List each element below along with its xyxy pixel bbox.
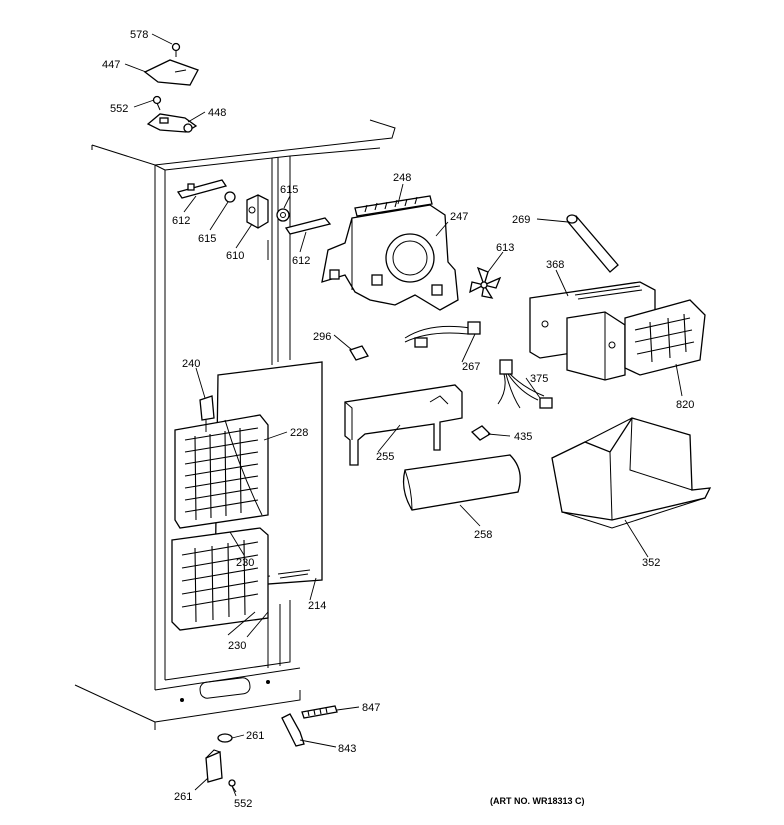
icemaker-820	[566, 299, 706, 381]
callout-578: 578	[130, 29, 148, 41]
connector-296	[349, 345, 369, 361]
thermostat-248	[354, 195, 433, 217]
hinge-448	[146, 113, 198, 133]
callout-435: 435	[514, 431, 532, 443]
fan-blade-613	[469, 266, 502, 299]
bracket-261-bottom	[205, 749, 223, 783]
hinge-cover-447	[143, 59, 199, 86]
callout-612-right: 612	[292, 255, 310, 267]
callout-255: 255	[376, 451, 394, 463]
control-housing-247	[321, 204, 459, 311]
callout-612-left: 612	[172, 215, 190, 227]
callout-269: 269	[512, 214, 530, 226]
callout-552-top: 552	[110, 103, 128, 115]
bracket-612-right	[284, 217, 332, 235]
art-number: (ART NO. WR18313 C)	[490, 796, 585, 806]
bracket-612-left	[176, 179, 228, 199]
ice-bucket-352	[551, 417, 712, 529]
callout-610: 610	[226, 250, 244, 262]
callout-552-bottom: 552	[234, 798, 252, 810]
callout-615-right: 615	[280, 184, 298, 196]
callout-375: 375	[530, 373, 548, 385]
bracket-843	[281, 713, 305, 747]
grommet-615-left	[224, 191, 236, 203]
damper-610	[246, 194, 269, 229]
evaporator-228	[171, 414, 269, 631]
harness-375	[497, 359, 553, 409]
heater-847	[301, 705, 338, 719]
screw-552-top	[152, 95, 162, 111]
callout-261-bottom: 261	[174, 791, 192, 803]
callout-820: 820	[676, 399, 694, 411]
defrost-thermostat-240	[199, 395, 215, 432]
clip-435	[470, 425, 492, 441]
callout-248: 248	[393, 172, 411, 184]
callout-214: 214	[308, 600, 326, 612]
callout-230-upper: 230	[236, 557, 254, 569]
callout-261-top: 261	[246, 730, 264, 742]
callout-448: 448	[208, 107, 226, 119]
fill-tube-269	[566, 214, 619, 273]
callout-613: 613	[496, 242, 514, 254]
callout-267: 267	[462, 361, 480, 373]
screw-578	[171, 42, 181, 57]
callout-247: 247	[450, 211, 468, 223]
callout-230-lower: 230	[228, 640, 246, 652]
callout-368: 368	[546, 259, 564, 271]
callout-847: 847	[362, 702, 380, 714]
callout-843: 843	[338, 743, 356, 755]
screw-552-bottom	[228, 779, 237, 793]
leader-lines	[124, 33, 683, 797]
callout-240: 240	[182, 358, 200, 370]
callout-labels: 578 447 552 448 612 615 615 610 612 248 …	[102, 29, 694, 810]
freezer-cabinet	[74, 119, 396, 730]
callout-258: 258	[474, 529, 492, 541]
callout-296: 296	[313, 331, 331, 343]
callout-352: 352	[642, 557, 660, 569]
callout-228: 228	[290, 427, 308, 439]
grommet-615-right	[276, 208, 290, 222]
callout-447: 447	[102, 59, 120, 71]
grommet-261-top	[217, 733, 233, 743]
cover-255	[344, 384, 463, 466]
callout-615-left: 615	[198, 233, 216, 245]
ice-chute-258	[402, 454, 521, 511]
harness-267	[404, 321, 481, 348]
